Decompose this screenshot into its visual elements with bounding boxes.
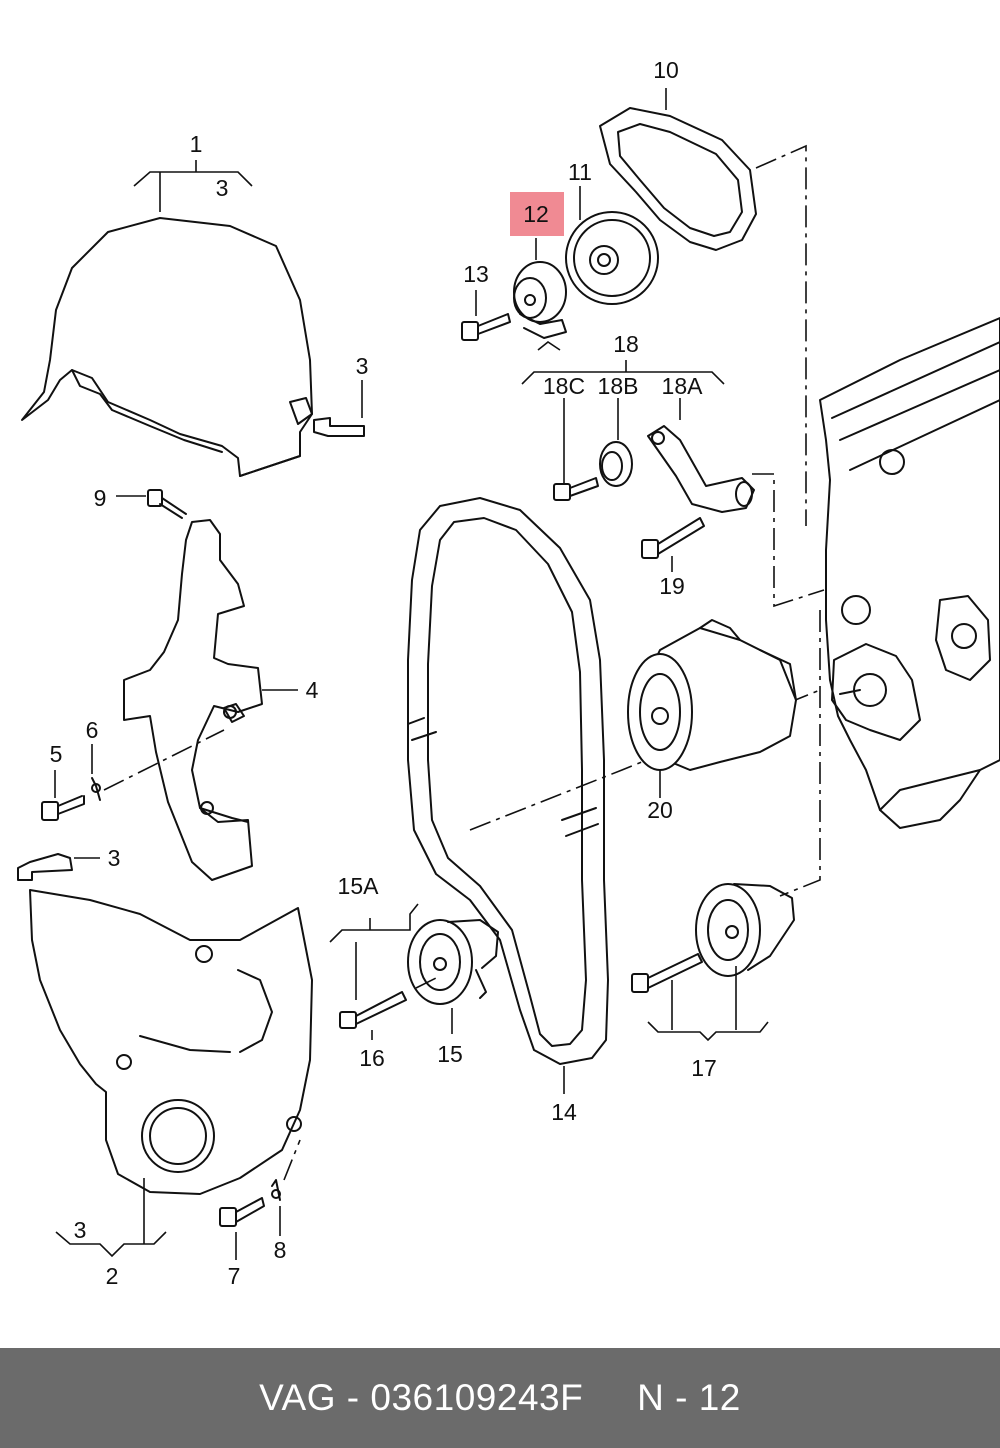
callout-2: 2 [106,1263,119,1289]
lower-belt-cover [29,889,313,1195]
tensioner-pulley-15 [407,919,499,1005]
callout-16: 16 [359,1045,385,1071]
sprocket-11 [565,211,659,305]
bolt-18c [553,477,599,501]
callout-3-top: 3 [216,175,229,201]
callout-3-clip-lower: 3 [108,845,121,871]
callout-12: 12 [523,201,549,227]
callout-18c: 18C [543,373,585,399]
bolt-9 [147,489,187,519]
callout-18a: 18A [662,373,704,399]
callout-5: 5 [50,741,63,767]
bolt-5 [41,795,85,821]
callout-15a: 15A [338,873,380,899]
tensioner-12 [513,261,567,339]
callout-7: 7 [228,1263,241,1289]
callout-3-clip-upper: 3 [356,353,369,379]
footer-bar: VAG - 036109243F N - 12 [0,1348,1000,1448]
idler-pulley-17 [695,883,795,977]
bolt-19 [641,517,705,559]
footer-gap [583,1377,637,1419]
callout-18b: 18B [598,373,639,399]
cover-clip-upper [313,417,365,437]
parts-diagram: 1 3 3 9 4 6 5 3 3 2 7 8 10 11 12 13 18 1… [17,57,1000,1289]
washer-8 [271,1179,281,1201]
footer-part-number: 036109243F [370,1377,584,1418]
water-pump-20 [627,619,797,771]
callout-4: 4 [306,677,319,703]
cover-clip-lower [17,853,73,881]
lever-18a [647,425,755,513]
callout-17: 17 [691,1055,717,1081]
callout-11: 11 [568,159,592,185]
callout-10: 10 [653,57,679,83]
callout-15: 15 [437,1041,463,1067]
bolt-7 [219,1197,265,1227]
callout-14: 14 [551,1099,577,1125]
rear-belt-cover [123,519,263,881]
footer-brand: VAG [259,1377,337,1418]
engine-block [819,317,1000,829]
belt-10 [599,107,757,251]
footer-position: N - 12 [637,1377,741,1418]
callout-6: 6 [86,717,99,743]
roller-18b [599,441,633,487]
belt-14 [407,497,609,1065]
callout-8: 8 [274,1237,287,1263]
highlight-box [510,192,564,236]
upper-belt-cover [21,217,313,477]
footer-separator: - [336,1377,371,1418]
exploded-view-drawing: 1 3 3 9 4 6 5 3 3 2 7 8 10 11 12 13 18 1… [17,57,1000,1289]
callout-3-bottom: 3 [74,1217,87,1243]
bolt-16 [339,991,407,1029]
callout-13: 13 [463,261,489,287]
callout-1: 1 [190,131,203,157]
callout-9: 9 [94,485,107,511]
washer-6 [91,777,101,801]
bolt-17 [631,953,703,993]
bolt-13 [461,313,511,341]
callout-20: 20 [647,797,673,823]
callout-19: 19 [659,573,685,599]
callout-18: 18 [613,331,639,357]
